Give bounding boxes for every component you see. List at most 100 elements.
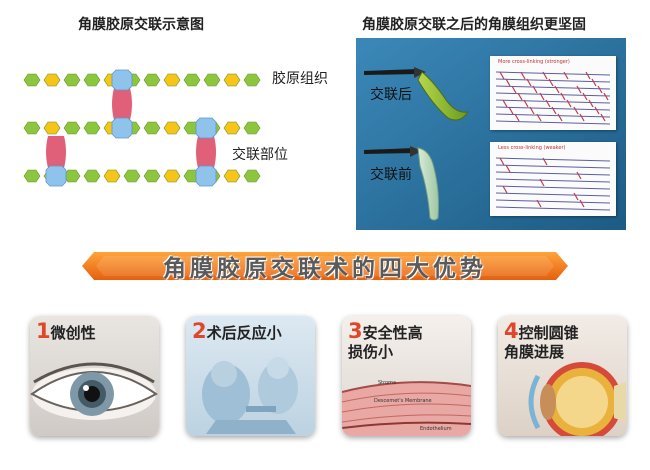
crosslink-tick xyxy=(576,85,582,94)
crosslink-tick xyxy=(554,85,560,94)
crosslink-tick xyxy=(563,71,569,80)
crosslink-tick xyxy=(573,192,579,201)
crosslink-tick xyxy=(579,113,585,122)
crosslink-tick xyxy=(585,71,591,80)
crosslink-tick xyxy=(502,185,508,194)
crosslink-tick xyxy=(505,78,511,87)
more-crosslinking-card: More cross-linking (stronger) xyxy=(490,56,616,130)
crosslink-tick xyxy=(539,92,545,101)
crosslink-tick xyxy=(560,92,566,101)
advantage-card-3: Stroma Descemet's Membrane Endothelium 3… xyxy=(342,316,471,436)
collagen-segment xyxy=(63,121,81,135)
advantage-3-number: 3 xyxy=(348,319,363,343)
crosslink-bridge xyxy=(46,136,66,168)
collagen-tissue-label: 胶原组织 xyxy=(272,71,328,87)
advantage-3-text: 安全性高 损伤小 xyxy=(348,324,423,361)
collagen-segment xyxy=(123,169,141,183)
surgery-scene-icon xyxy=(186,316,315,436)
left-panel-title: 角膜胶原交联示意图 xyxy=(78,17,204,33)
crosslink-tick xyxy=(539,178,545,187)
crosslink-node xyxy=(111,117,133,139)
advantage-4-title: 4控制圆锥 角膜进展 xyxy=(504,319,579,362)
eye-anatomy-icon xyxy=(528,362,626,436)
endothelium-label: Endothelium xyxy=(420,426,452,432)
collagen-crosslink-diagram xyxy=(23,69,261,187)
collagen-segment xyxy=(23,169,41,183)
crosslink-tick xyxy=(597,85,603,94)
collagen-segment xyxy=(43,73,61,87)
crosslink-node xyxy=(195,165,217,187)
crosslink-tick xyxy=(502,99,508,108)
crosslink-node xyxy=(195,117,217,139)
collagen-segment xyxy=(203,73,221,87)
fiber-line xyxy=(495,206,611,211)
crosslink-tick xyxy=(517,92,523,101)
advantage-1-text: 微创性 xyxy=(50,324,96,342)
fiber-line xyxy=(495,113,611,118)
fiber-line xyxy=(495,92,611,97)
crosslink-tick xyxy=(576,171,582,180)
descemet-label: Descemet's Membrane xyxy=(374,398,432,404)
collagen-segment xyxy=(63,169,81,183)
collagen-segment xyxy=(223,73,241,87)
crosslink-site-label: 交联部位 xyxy=(232,147,288,163)
advantage-4-number: 4 xyxy=(504,319,519,343)
crosslink-tick xyxy=(573,106,579,115)
collagen-segment xyxy=(63,73,81,87)
crosslink-tick xyxy=(600,113,606,122)
fiber-line xyxy=(495,199,611,204)
crosslink-bridge xyxy=(112,88,132,120)
crosslink-tick xyxy=(536,199,542,208)
crosslink-tick xyxy=(508,106,514,115)
collagen-segment xyxy=(103,169,121,183)
advantage-card-2: 2术后反应小 xyxy=(186,316,315,436)
collagen-segment xyxy=(83,169,101,183)
crosslink-tick xyxy=(542,157,548,166)
advantage-2-title: 2术后反应小 xyxy=(192,319,282,343)
fiber-line xyxy=(495,164,611,169)
crosslink-tick xyxy=(588,99,594,108)
banner-text: 角膜胶原交联术的四大优势 xyxy=(163,256,487,282)
collagen-segment xyxy=(163,121,181,135)
crosslink-tick xyxy=(545,99,551,108)
crosslink-node xyxy=(45,165,67,187)
crosslink-node xyxy=(111,69,133,91)
advantage-card-1: 1微创性 xyxy=(30,316,159,436)
crosslink-tick xyxy=(548,78,554,87)
crosslink-tick xyxy=(551,106,557,115)
cornea-comparison-photo: 交联后 交联前 More cross-linking (stronger) Le… xyxy=(356,38,626,230)
fiber-line xyxy=(495,157,611,162)
crosslink-tick xyxy=(532,85,538,94)
less-crosslinking-card: Less cross-linking (weaker) xyxy=(490,142,616,216)
crosslink-tick xyxy=(511,85,517,94)
collagen-segment xyxy=(223,169,241,183)
fiber-line xyxy=(495,192,611,197)
collagen-segment xyxy=(163,73,181,87)
fiber-line xyxy=(495,185,611,190)
crosslink-tick xyxy=(514,113,520,122)
crosslink-tick xyxy=(591,78,597,87)
crosslink-tick xyxy=(529,106,535,115)
more-crosslinking-title: More cross-linking (stronger) xyxy=(498,59,570,65)
advantage-2-number: 2 xyxy=(192,319,207,343)
collagen-segment xyxy=(183,73,201,87)
collagen-segment xyxy=(243,73,261,87)
advantage-4-text: 控制圆锥 角膜进展 xyxy=(504,324,579,361)
collagen-segment xyxy=(243,169,261,183)
collagen-segment xyxy=(83,73,101,87)
advantage-2-text: 术后反应小 xyxy=(206,324,282,342)
less-crosslinking-title: Less cross-linking (weaker) xyxy=(498,145,566,151)
advantage-card-4: 4控制圆锥 角膜进展 xyxy=(498,316,627,436)
crosslink-bridge xyxy=(196,136,216,168)
crosslink-tick xyxy=(523,99,529,108)
crosslink-tick xyxy=(505,164,511,173)
advantage-3-title: 3安全性高 损伤小 xyxy=(348,319,423,362)
fiber-line xyxy=(495,71,611,76)
eye-closeup-icon xyxy=(30,362,158,420)
collagen-segment xyxy=(223,121,241,135)
fiber-line xyxy=(495,85,611,90)
fiber-line xyxy=(495,171,611,176)
collagen-segment xyxy=(143,169,161,183)
advantage-1-title: 1微创性 xyxy=(36,321,96,343)
crosslink-tick xyxy=(526,78,532,87)
